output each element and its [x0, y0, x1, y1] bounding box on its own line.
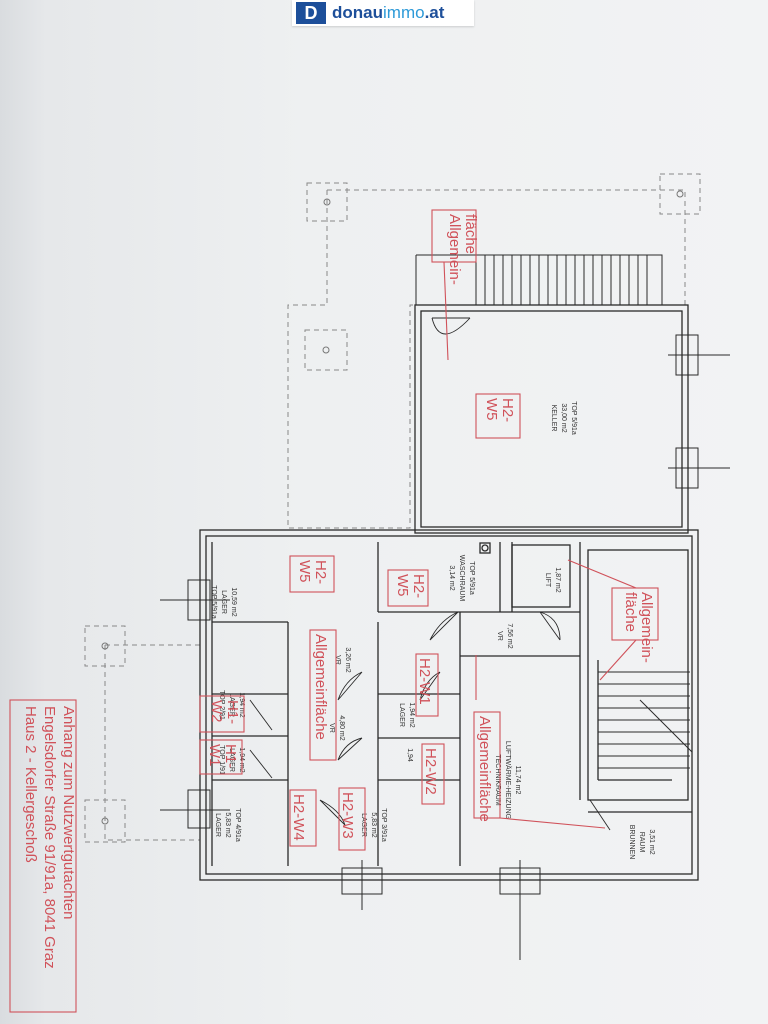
- room-area: 4,80 m2: [338, 715, 345, 740]
- room-label-vr-lower: 4,80 m2 VR: [328, 715, 345, 740]
- annotation-allg-center: Allgemeinfläche: [312, 634, 329, 740]
- room-label-keller: KELLER 33,00 m2 TOP 5/91a: [550, 401, 577, 435]
- annotation-line-1: H2-: [410, 574, 427, 598]
- room-area: 1,94: [406, 748, 413, 762]
- room-name: LIFT: [544, 573, 551, 588]
- caption-line-2: Engelsdorfer Straße 91/91a, 8041 Graz: [41, 706, 58, 969]
- room-label-lager-top3: TOP 3/91a 5,83 m2 LAGER: [360, 808, 387, 842]
- annotation-line-2: fläche: [462, 214, 479, 254]
- room-area: 5,83 m2: [370, 812, 377, 837]
- room-label-waschraum: TOP 5/91a WASCHRAUM 3,14 m2: [448, 555, 475, 602]
- room-name: VR: [496, 631, 503, 641]
- dashed-outlines: [84, 173, 701, 843]
- annotation-allg-right: Allgemein- fläche: [622, 592, 655, 663]
- annotation-line-1: Allgemein-: [638, 592, 655, 663]
- annotation-h2w5-lager: H2- W5: [296, 560, 329, 584]
- annotation-h2w5-keller: H2- W5: [483, 398, 516, 422]
- logo-wordmark: donauimmo.at: [332, 3, 444, 23]
- column-circles: [101, 190, 684, 825]
- room-area: 3,14 m2: [448, 565, 455, 590]
- annotation-h2w3: H2-W3: [339, 792, 356, 839]
- room-label-technik: 11,74 m2 LUFTWÄRME-HEIZUNG TECHNIKRAUM: [494, 741, 521, 819]
- room-sub: LUFTWÄRME-HEIZUNG: [504, 741, 512, 819]
- annotation-line-1: H2-: [312, 560, 329, 584]
- stair-right: [598, 671, 693, 769]
- window-marks: [160, 334, 730, 960]
- room-area: 10,59 m2: [230, 587, 237, 616]
- room-top: TOP 4/91a: [234, 808, 241, 842]
- annotation-line-1: H1-: [224, 700, 241, 724]
- logo-brand-bold: donau: [332, 3, 383, 22]
- caption-line-1: Anhang zum Nutzwertgutachten: [60, 706, 77, 919]
- room-name: VR: [334, 655, 341, 665]
- room-label-vr-center: 3,26 m2 VR: [334, 647, 351, 672]
- room-area: 3,51 m2: [648, 829, 655, 854]
- annotation-line-1: H2-: [499, 398, 516, 422]
- room-area: 5,83 m2: [224, 812, 231, 837]
- room-area: 1,94 m2: [408, 702, 415, 727]
- room-label-brunnen: 3,51 m2 RAUM BRUNNEN: [628, 825, 655, 860]
- annotation-frames: [9, 209, 659, 1013]
- room-name: LAGER: [214, 813, 221, 837]
- room-name: BRUNNEN: [628, 825, 635, 860]
- annotation-h2w2: H2-W2: [422, 748, 439, 795]
- room-label-lager-mid1: 1,94 m2 LAGER: [398, 702, 415, 727]
- room-top: TOP 5/91a: [570, 401, 577, 435]
- room-top: TOP 5/91a: [468, 561, 475, 595]
- donauimmo-logo: D donauimmo.at: [292, 0, 474, 26]
- annotation-line-2: W5: [394, 574, 411, 597]
- logo-mark-icon: D: [296, 2, 326, 24]
- room-name: TECHNIKRAUM: [494, 754, 501, 806]
- logo-brand-tld: .at: [424, 3, 445, 22]
- room-label-lager-top4: TOP 4/91a 5,83 m2 LAGER: [214, 808, 241, 842]
- room-name: LAGER: [228, 693, 235, 717]
- room-name: LAGER: [360, 813, 367, 837]
- room-area: 33,00 m2: [560, 403, 567, 432]
- room-name: VR: [328, 723, 335, 733]
- room-area: 1,87 m2: [554, 567, 561, 592]
- plan-caption: Anhang zum Nutzwertgutachten Engelsdorfe…: [22, 706, 77, 969]
- room-label-vr-right: 7,56 m2 VR: [496, 623, 513, 648]
- room-top: TOP 1/91: [218, 745, 225, 775]
- room-label-lager-mid2: 1,94: [406, 748, 413, 762]
- annotation-line-2: fläche: [622, 592, 639, 632]
- annotation-line-1: Allgemein-: [446, 214, 463, 285]
- logo-brand-light: immo: [383, 3, 425, 22]
- room-top: TOP 3/91a: [380, 808, 387, 842]
- room-name: KELLER: [550, 405, 557, 432]
- stair-top: [415, 254, 663, 306]
- room-area: 3,26 m2: [344, 647, 351, 672]
- caption-line-3: Haus 2 - Kellergeschoß: [22, 706, 39, 863]
- annotation-line-1: H1-: [222, 744, 239, 768]
- room-name: WASCHRAUM: [458, 555, 465, 602]
- room-label-lager-left: 10,59 m2 LAGER TOP 5/91a: [210, 585, 237, 619]
- annotation-arrows: [443, 261, 637, 829]
- door-swings: [249, 317, 611, 831]
- room-area: 7,56 m2: [506, 623, 513, 648]
- room-name-2: RAUM: [638, 832, 645, 853]
- annotation-allg-right-long: Allgemeinfläche: [476, 716, 493, 822]
- annotation-h2w1: H2-W1: [416, 658, 433, 705]
- room-top: TOP 5/91a: [210, 585, 217, 619]
- annotation-h2w5-wasch: H2- W5: [394, 574, 427, 598]
- annotation-allg-top: Allgemein- fläche: [446, 214, 479, 285]
- room-name: LAGER: [228, 748, 235, 772]
- annotation-line-2: W5: [483, 398, 500, 421]
- room-label-lager-top2: 1,94 m2 LAGER TOP 2/91: [218, 690, 245, 720]
- annotation-line-2: W1: [206, 744, 223, 767]
- annotation-line-2: W5: [296, 560, 313, 583]
- annotation-line-2: W2: [208, 700, 225, 723]
- room-area: 11,74 m2: [514, 766, 521, 795]
- room-name: LAGER: [220, 590, 227, 614]
- room-top: TOP 2/91: [218, 690, 225, 720]
- room-label-lift: LIFT 1,87 m2: [544, 567, 561, 592]
- annotation-h1w1: H1- W1: [206, 744, 239, 768]
- room-name: LAGER: [398, 703, 405, 727]
- annotation-h2w4: H2-W4: [290, 794, 307, 841]
- annotation-h1w2: H1- W2: [208, 700, 241, 724]
- room-area: 1,94 m2: [238, 692, 245, 717]
